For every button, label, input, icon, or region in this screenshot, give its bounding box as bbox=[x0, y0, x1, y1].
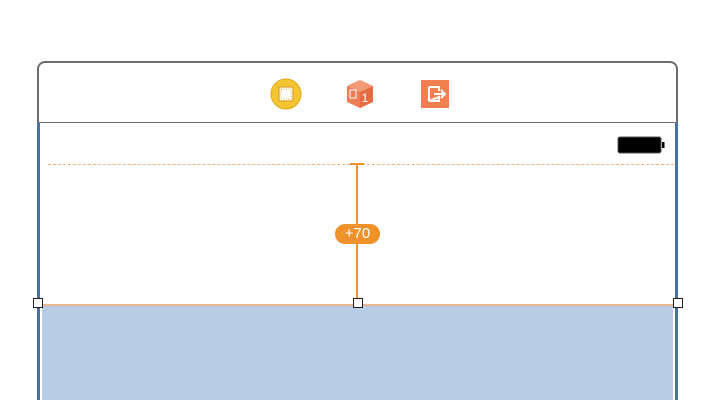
resize-handle-right[interactable] bbox=[673, 298, 683, 308]
exit-icon[interactable] bbox=[419, 78, 451, 110]
resize-handle-top-center[interactable] bbox=[353, 298, 363, 308]
subview[interactable] bbox=[40, 304, 675, 400]
first-responder-icon[interactable]: 1 bbox=[344, 78, 376, 110]
resize-handle-left[interactable] bbox=[33, 298, 43, 308]
first-responder-glyph: 1 bbox=[362, 91, 369, 105]
view-controller-icon[interactable] bbox=[270, 78, 302, 110]
battery-full-icon bbox=[617, 136, 665, 154]
constraint-constant-badge[interactable]: +70 bbox=[335, 224, 380, 244]
scene-dock: 1 bbox=[37, 61, 678, 123]
